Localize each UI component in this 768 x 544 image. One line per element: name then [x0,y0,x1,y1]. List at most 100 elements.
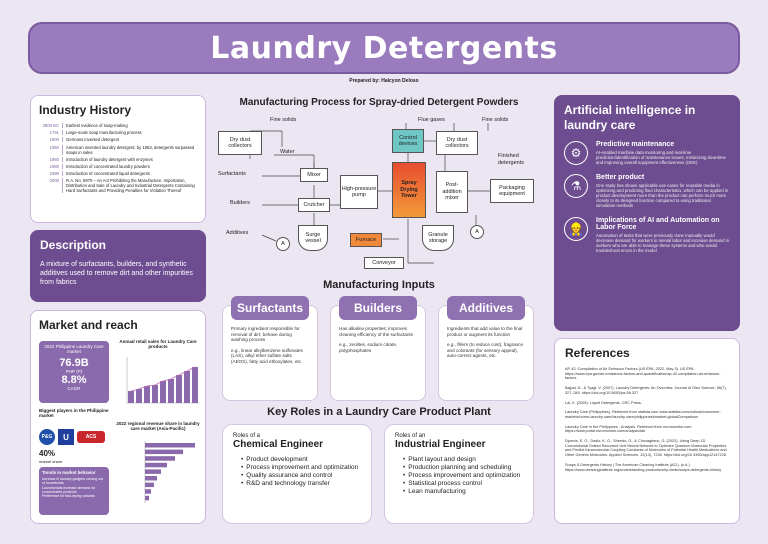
region-bar [145,489,151,494]
retail-bar [160,381,166,403]
ind-small: Roles of an [395,433,426,439]
region-bar [145,456,175,461]
unilever-logo: U [58,429,74,445]
hp-pump-box: High-pressure pump [340,175,378,209]
description-panel: Description A mixture of surfactants, bu… [30,230,206,302]
mixer-box: Mixer [300,168,328,182]
players-label: Biggest players in the Philippine market [39,408,109,418]
region-bar [145,469,161,474]
market-size-value: 76.9B [59,357,89,369]
gear-cog-icon: ⚙ [564,141,588,165]
role-item: Lean manufacturing [403,488,523,496]
history-heading: Industry History [39,103,132,117]
reference-item: Bajpai, D., & Tyagi, V. (2007). Laundry … [565,386,727,395]
lab-flask-icon: ⚗ [564,173,588,198]
spray-tower: Spray Drying Tower [392,162,426,218]
surge-vessel: Surge vessel [298,225,328,251]
process-arrows [249,123,490,264]
ind-title: Industrial Engineer [395,439,486,450]
ai-item-body: Automation of tasks that were previously… [596,232,730,254]
region-bar [145,495,149,501]
furnace-box: Furnace [350,233,382,247]
chem-eng-card: Roles of a Chemical Engineer Product dev… [222,424,372,524]
control-devices-box: Control devices [392,129,424,153]
region-bar [145,443,195,448]
history-year: 1791 [39,130,63,136]
players-share-label: market share [39,459,63,464]
builders-label: Builders [230,200,250,206]
dry-dust-collectors-1: Dry dust collectors [218,131,262,155]
retail-sales-chart [126,357,199,404]
history-text: Introduction of concentrated liquid dete… [66,171,150,177]
title-banner: Laundry Detergents [28,22,740,74]
retail-bar [176,375,182,403]
trend-item: Increase in laundry gadgets coming out o… [42,477,104,486]
input-body-surfactants: Primary ingredient responsible for remov… [231,326,303,364]
retail-bar [152,385,158,403]
history-text: American invented laundry detergent; by … [66,144,195,155]
input-title-additives: Additives [447,296,525,320]
reference-item: Laundry Care (Philippines). Retrieved fr… [565,410,721,419]
chem-list: Product developmentProcess improvement a… [233,456,361,488]
retail-bar [184,371,190,403]
ind-eng-card: Roles of an Industrial Engineer Plant la… [384,424,534,524]
history-text: Introduction of concentrated laundry pow… [66,163,150,169]
market-cagr-label: CAGR [67,386,81,391]
market-size-label: 2022 Philippine Laundry Care market [44,344,104,354]
players-share: 40% [39,449,56,458]
fine-solids-label-1: Fine solids [270,117,297,123]
ai-text: Implications of AI and Automation on Lab… [596,217,730,254]
description-heading: Description [40,238,107,252]
role-item: Statistical process control [403,480,523,488]
trends-box: Trends in market behavior Increase in la… [39,467,109,515]
role-item: Quality assurance and control [241,472,361,480]
history-year: 1900 [39,137,63,143]
market-cagr-value: 8.8% [61,374,87,386]
ai-item-title: Implications of AI and Automation on Lab… [596,216,720,231]
role-item: Production planning and scheduling [403,464,523,472]
fine-solids-label-2: Fine solids [482,117,509,123]
chem-title: Chemical Engineer [233,439,324,450]
region-bar [145,482,154,488]
reference-item: Laundry Care in the Philippines - Analys… [565,424,692,434]
market-panel: Market and reach 2022 Philippine Laundry… [30,310,206,524]
reference-item: Soaps & Detergents History | The America… [565,462,722,472]
chem-small: Roles of a [233,433,261,439]
prepared-by: Prepared by: Halcyon Deloso [349,78,419,84]
references-heading: References [565,346,630,360]
retail-bar [144,386,150,403]
trend-item: Laundromats increase demand for concentr… [42,485,96,494]
ai-item-title: Better product [596,173,645,181]
ai-item-title: Predictive maintenance [596,141,675,148]
brand-logos: P&G U ACS [39,426,111,448]
ai-heading: Artificial intelligence in laundry care [564,103,696,132]
references-panel: References AP-42: Compilation of Air Emi… [554,338,740,524]
history-text: Large-scale soap manufacturing process [66,130,142,136]
history-text: Germans invented detergent [66,137,120,143]
history-text: Earliest evidence of soap-making [66,123,128,128]
trends-label: Trends in market behavior [42,470,96,475]
ind-list: Plant layout and designProduction planni… [395,456,523,496]
surfactants-label: Surfactants [218,171,246,177]
input-card-additives: Additives Ingredients that add value to … [438,296,534,401]
ai-panel: Artificial intelligence in laundry care … [554,95,740,331]
market-heading: Market and reach [39,318,138,332]
retail-bar [192,367,198,403]
description-text: A mixture of surfactants, builders, and … [40,261,193,286]
mixer-a-node: A [276,237,290,251]
input-title-builders: Builders [339,296,417,320]
process-heading: Manufacturing Process for Spray-dried De… [239,97,519,108]
history-year: 1980 [39,163,63,169]
trend-item: Preference for fast-drying variants [42,494,95,499]
chart1-title: Annual retail sales for Laundry Care pro… [119,339,197,349]
input-body-additives: Ingredients that add value to the final … [447,326,524,359]
input-card-surfactants: Surfactants Primary ingredient responsib… [222,296,318,401]
